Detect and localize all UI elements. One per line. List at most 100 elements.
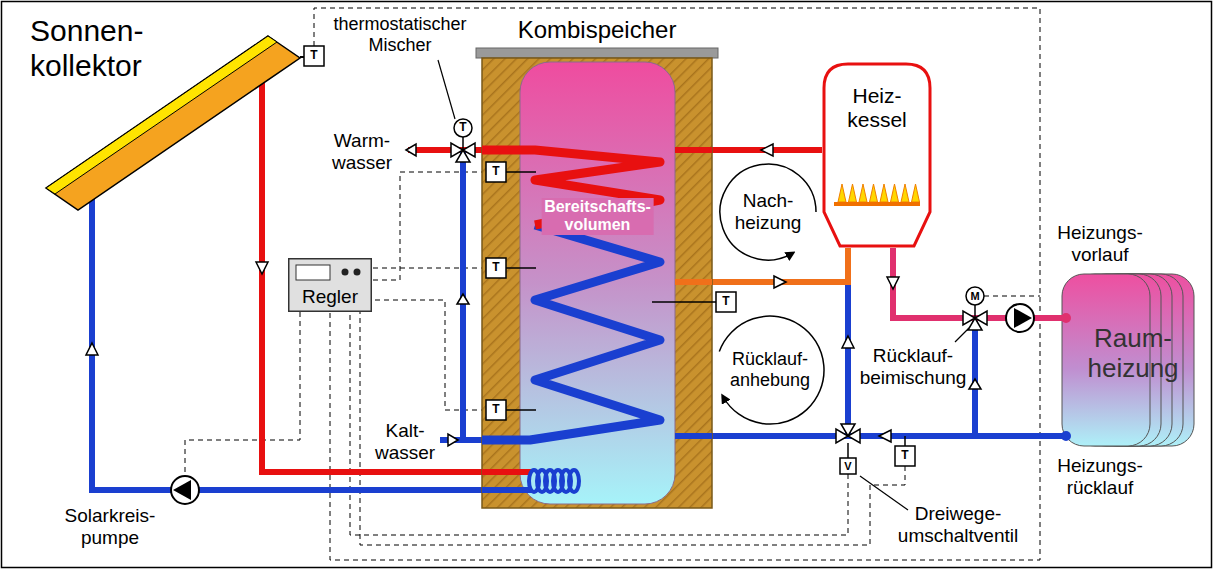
flow-arrowhead bbox=[761, 144, 773, 156]
tank-title: Kombispeicher bbox=[518, 16, 677, 44]
callout-label: Heizungs- rücklauf bbox=[1057, 455, 1143, 499]
control-wire bbox=[185, 8, 1040, 560]
thermostatic-mixer bbox=[456, 150, 470, 162]
pipe-line bbox=[893, 248, 1058, 318]
pump-symbol bbox=[1014, 308, 1032, 328]
motor-mixer bbox=[963, 287, 987, 330]
sensor-letter: T bbox=[722, 295, 729, 309]
sensor-letter: T bbox=[492, 261, 499, 275]
pipe-line bbox=[92, 208, 482, 490]
combi-storage-tank: KombispeicherBereitschafts- volumen bbox=[482, 58, 712, 508]
boiler-shape bbox=[891, 184, 899, 202]
pump-symbol bbox=[171, 476, 199, 504]
control-wire bbox=[372, 268, 486, 269]
boiler-shape bbox=[834, 202, 920, 206]
thermostatic-mixer bbox=[454, 119, 472, 137]
collector-title: Sonnen- kollektor bbox=[30, 14, 143, 83]
controller-shape bbox=[354, 269, 361, 276]
three-way-valve bbox=[847, 443, 849, 458]
callout-label: Heizungs- vorlauf bbox=[1057, 222, 1143, 266]
sensor-letter: T bbox=[459, 121, 466, 135]
sensor-box bbox=[895, 446, 915, 466]
tank-shape bbox=[486, 162, 506, 182]
boiler-shape bbox=[849, 184, 857, 202]
valve-letter: V bbox=[844, 460, 851, 473]
solar-collector: Sonnen- kollektor bbox=[20, 8, 262, 208]
control-wire bbox=[372, 172, 486, 280]
boiler-label: Heiz- kessel bbox=[847, 84, 907, 132]
boiler-shape bbox=[901, 184, 909, 202]
volume-label: Bereitschafts- volumen bbox=[541, 198, 654, 235]
three-way-valve bbox=[841, 424, 855, 436]
callout-label: thermostatischer Mischer bbox=[333, 14, 466, 55]
thermostatic-mixer bbox=[462, 137, 464, 150]
process-label: Nach- heizung bbox=[735, 190, 802, 234]
tank-shape bbox=[482, 487, 532, 493]
sensor-letter: T bbox=[901, 449, 908, 463]
controller-shape bbox=[289, 259, 372, 312]
callout-label: Warm- wasser bbox=[332, 130, 392, 174]
pipe-connector bbox=[86, 208, 482, 490]
pipe-connector bbox=[256, 64, 482, 472]
process-label: Rücklauf- anhebung bbox=[730, 349, 810, 390]
leader-line bbox=[955, 328, 969, 342]
tank-shape bbox=[506, 409, 536, 411]
pipe-connector bbox=[712, 430, 1058, 442]
tank-shape bbox=[675, 279, 712, 285]
radiator-label: Raum- heizung bbox=[1087, 324, 1178, 384]
pipe-line bbox=[712, 248, 848, 282]
sensor-letter: T bbox=[492, 165, 499, 179]
boiler-shape bbox=[824, 64, 930, 246]
pipe-connector bbox=[712, 144, 822, 156]
three-way-valve bbox=[836, 424, 860, 474]
flow-arrowhead bbox=[842, 336, 854, 348]
control-wire bbox=[984, 296, 1040, 297]
tank-shape bbox=[482, 58, 712, 508]
leader-line bbox=[300, 57, 969, 510]
tank-shape bbox=[482, 58, 712, 508]
radiator-shape bbox=[1061, 431, 1071, 441]
motor-mixer bbox=[974, 305, 976, 318]
control-wire bbox=[372, 300, 486, 410]
thermostatic-mixer bbox=[451, 119, 475, 162]
motor-mixer bbox=[966, 287, 984, 305]
control-wire bbox=[185, 312, 300, 476]
boiler-shape bbox=[880, 184, 888, 202]
water-pipe bbox=[440, 437, 482, 443]
motor-letter: M bbox=[970, 290, 979, 303]
leader-line bbox=[860, 476, 908, 510]
callout-label: Kalt- wasser bbox=[375, 420, 435, 464]
flow-arrowhead bbox=[774, 276, 786, 288]
radiator: Raum- heizung bbox=[1058, 272, 1195, 448]
pipe-line bbox=[848, 248, 1058, 436]
sensor-letter: T bbox=[492, 403, 499, 417]
sensor-letter: T bbox=[310, 49, 317, 63]
direction-arrow bbox=[406, 144, 416, 156]
pipe-connector bbox=[842, 248, 1058, 436]
tank-shape bbox=[675, 433, 712, 439]
tank-shape bbox=[569, 470, 579, 492]
leader-line bbox=[438, 60, 455, 119]
tank-shape bbox=[482, 469, 532, 475]
sensor-box bbox=[904, 436, 906, 446]
tank-shape bbox=[716, 292, 736, 312]
direction-arrow bbox=[448, 434, 458, 446]
callout-label: Solarkreis- pumpe bbox=[65, 505, 156, 549]
direction-arrow bbox=[457, 294, 469, 304]
callout-label: Dreiwege- umschaltventil bbox=[898, 503, 1018, 547]
controller: Regler bbox=[288, 258, 372, 312]
radiator-shape bbox=[1061, 313, 1071, 323]
controller-label: Regler bbox=[302, 286, 358, 308]
control-wire bbox=[314, 8, 1040, 560]
tank-shape bbox=[652, 301, 716, 303]
flow-arrowhead bbox=[879, 430, 891, 442]
controller-shape bbox=[296, 265, 330, 280]
callout-label: Rücklauf- beimischung bbox=[860, 345, 967, 389]
motor-mixer bbox=[968, 318, 982, 330]
flow-arrowhead bbox=[887, 277, 899, 289]
tank-shape bbox=[486, 258, 506, 278]
flow-arrowhead bbox=[86, 343, 98, 355]
